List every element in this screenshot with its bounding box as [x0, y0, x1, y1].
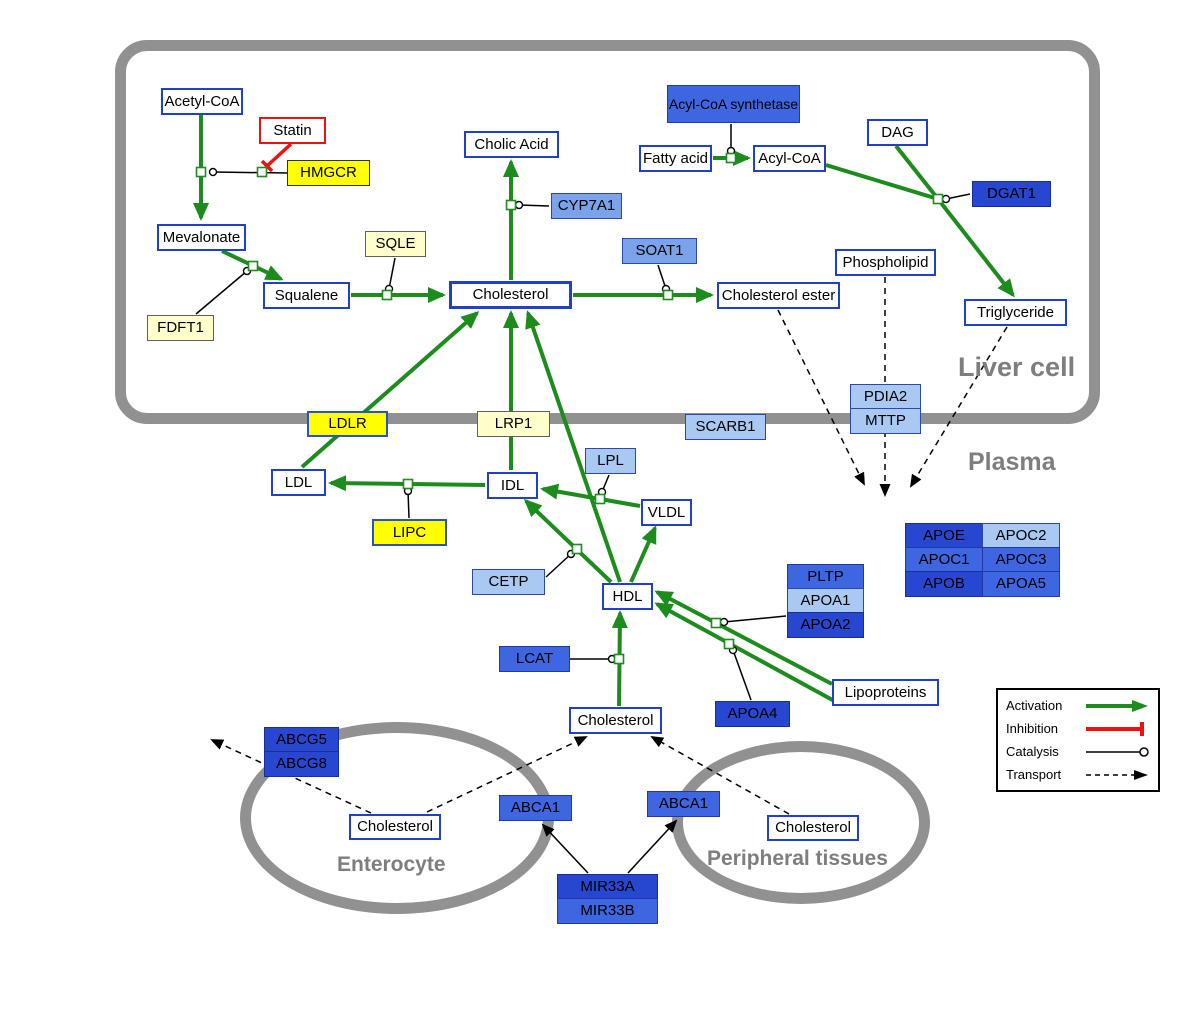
- node-lpl[interactable]: LPL: [585, 448, 636, 474]
- legend-row-activation: Activation: [1006, 698, 1150, 713]
- node-dag[interactable]: DAG: [867, 119, 928, 146]
- legend-row-inhibition: Inhibition: [1006, 721, 1150, 736]
- node-mir33b[interactable]: MIR33B: [557, 898, 658, 924]
- peripheral-tissues-label: Peripheral tissues: [707, 847, 888, 870]
- node-apoa1[interactable]: APOA1: [787, 588, 864, 613]
- node-cetp[interactable]: CETP: [472, 569, 545, 595]
- node-apoe[interactable]: APOE: [905, 523, 983, 548]
- node-triglyceride[interactable]: Triglyceride: [964, 299, 1067, 326]
- legend-inhibition-label: Inhibition: [1006, 721, 1059, 736]
- liver-cell-label: Liver cell: [958, 352, 1076, 382]
- node-apoc2[interactable]: APOC2: [982, 523, 1060, 548]
- node-lipc[interactable]: LIPC: [372, 519, 447, 546]
- liver-cell-compartment: [115, 40, 1100, 424]
- catalysis-circle-icon: [1086, 746, 1149, 757]
- node-statin[interactable]: Statin: [259, 117, 326, 144]
- node-mir33a[interactable]: MIR33A: [557, 874, 658, 899]
- node-hmgcr[interactable]: HMGCR: [287, 160, 370, 186]
- legend-catalysis-label: Catalysis: [1006, 744, 1059, 759]
- node-lrp1[interactable]: LRP1: [477, 411, 550, 437]
- node-pdia2[interactable]: PDIA2: [850, 384, 921, 409]
- node-fatty-acid[interactable]: Fatty acid: [639, 145, 712, 172]
- mir33-arrows: [541, 819, 678, 874]
- node-vldl[interactable]: VLDL: [641, 499, 692, 526]
- legend-row-catalysis: Catalysis: [1006, 744, 1150, 759]
- legend-transport-label: Transport: [1006, 767, 1062, 782]
- node-cholesterol-liver[interactable]: Cholesterol: [449, 281, 572, 309]
- node-apoa2[interactable]: APOA2: [787, 612, 864, 638]
- node-soat1[interactable]: SOAT1: [622, 238, 697, 264]
- node-squalene[interactable]: Squalene: [263, 282, 350, 309]
- node-dgat1[interactable]: DGAT1: [972, 181, 1051, 207]
- node-cholesterol-enterocyte[interactable]: Cholesterol: [349, 814, 441, 840]
- node-cyp7a1[interactable]: CYP7A1: [551, 193, 622, 219]
- node-idl[interactable]: IDL: [487, 472, 538, 499]
- node-abcg5[interactable]: ABCG5: [264, 727, 339, 752]
- node-ldlr[interactable]: LDLR: [307, 411, 388, 437]
- node-lcat[interactable]: LCAT: [499, 646, 570, 672]
- node-apoc3[interactable]: APOC3: [982, 547, 1060, 572]
- node-acetyl-coa[interactable]: Acetyl-CoA: [161, 88, 243, 115]
- node-apob[interactable]: APOB: [905, 571, 983, 597]
- node-fdft1[interactable]: FDFT1: [147, 315, 214, 341]
- node-sqle[interactable]: SQLE: [365, 231, 426, 257]
- node-mttp[interactable]: MTTP: [850, 408, 921, 434]
- node-abcg8[interactable]: ABCG8: [264, 751, 339, 777]
- node-lipoproteins[interactable]: Lipoproteins: [832, 679, 939, 706]
- inhibition-tbar-icon: [1086, 721, 1144, 736]
- legend-activation-label: Activation: [1006, 698, 1063, 713]
- node-cholesterol-ester[interactable]: Cholesterol ester: [717, 282, 840, 309]
- node-phospholipid[interactable]: Phospholipid: [835, 249, 936, 276]
- legend: Activation Inhibition Catalysis Transpor…: [996, 688, 1160, 792]
- enterocyte-label: Enterocyte: [337, 853, 446, 876]
- transport-dashed-arrow-icon: [1086, 769, 1148, 780]
- node-abca1-left[interactable]: ABCA1: [499, 795, 572, 821]
- node-pltp[interactable]: PLTP: [787, 564, 864, 589]
- node-apoc1[interactable]: APOC1: [905, 547, 983, 572]
- plasma-label: Plasma: [968, 448, 1056, 476]
- node-cholesterol-plasma[interactable]: Cholesterol: [569, 707, 662, 734]
- node-acyl-coa-synthetase[interactable]: Acyl-CoA synthetase: [667, 85, 800, 123]
- node-abca1-right[interactable]: ABCA1: [647, 791, 720, 817]
- peripheral-tissues-compartment: [672, 741, 930, 904]
- legend-row-transport: Transport: [1006, 767, 1150, 782]
- activation-arrow-icon: [1086, 699, 1148, 712]
- node-cholic-acid[interactable]: Cholic Acid: [464, 131, 559, 158]
- node-ldl[interactable]: LDL: [271, 469, 326, 496]
- node-apoa4[interactable]: APOA4: [715, 701, 790, 727]
- node-acyl-coa[interactable]: Acyl-CoA: [753, 145, 826, 172]
- node-cholesterol-peripheral[interactable]: Cholesterol: [767, 815, 859, 841]
- node-scarb1[interactable]: SCARB1: [685, 414, 766, 440]
- node-apoa5[interactable]: APOA5: [982, 571, 1060, 597]
- node-mevalonate[interactable]: Mevalonate: [157, 224, 246, 251]
- node-hdl[interactable]: HDL: [602, 583, 653, 610]
